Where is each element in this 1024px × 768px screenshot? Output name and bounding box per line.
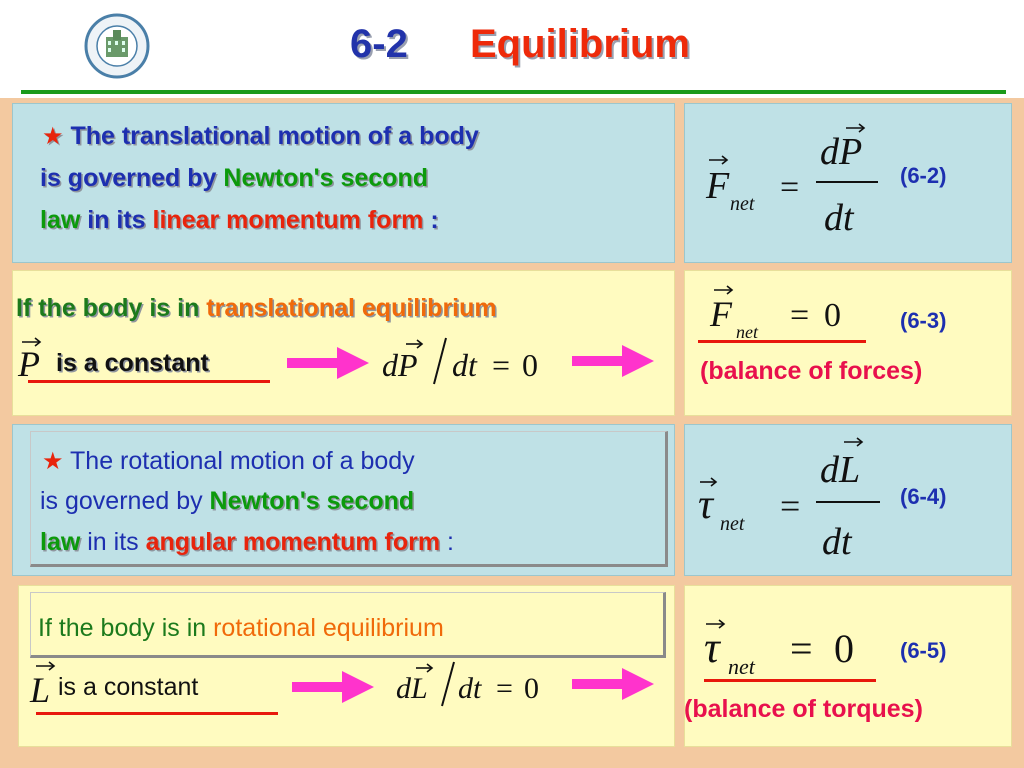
svg-text:0: 0 <box>834 626 854 671</box>
svg-text:dL: dL <box>396 672 428 705</box>
svg-text:dt: dt <box>452 347 478 383</box>
svg-text:net: net <box>728 654 756 679</box>
svg-text:=: = <box>790 626 813 671</box>
right-arrow-icon <box>287 347 369 379</box>
balance-of-torques-caption: (balance of torques) <box>684 695 923 723</box>
university-seal-icon <box>84 13 150 79</box>
svg-text:net: net <box>736 322 759 342</box>
svg-text:F: F <box>705 165 730 207</box>
angular-momentum-derivative-zero: dL dt = 0 <box>396 661 539 707</box>
rotational-intro-line2: is governed by Newton's second <box>40 487 415 515</box>
svg-text:0: 0 <box>524 672 539 705</box>
svg-text:P: P <box>17 344 40 384</box>
star-icon: ★ <box>42 123 64 150</box>
svg-text:dt: dt <box>458 672 482 705</box>
section-number: 6-2 <box>350 22 408 66</box>
translational-condition-panel <box>12 270 675 416</box>
svg-text:0: 0 <box>824 297 841 334</box>
translational-intro-line1: ★ The translational motion of a body <box>42 122 479 150</box>
right-arrow-icon <box>572 345 654 377</box>
svg-text:dt: dt <box>822 521 853 563</box>
title-divider <box>21 90 1006 94</box>
equation-number-6-5: (6-5) <box>900 638 947 663</box>
momentum-constant-underline <box>28 380 270 383</box>
net-force-underline <box>698 340 866 343</box>
momentum-vector-symbol: P <box>17 337 42 384</box>
rotational-intro-line1: ★ The rotational motion of a body <box>42 447 415 475</box>
equation-number-6-4: (6-4) <box>900 484 947 509</box>
net-force-zero-equation: F net = 0 <box>709 285 841 342</box>
balance-of-torques-panel <box>684 585 1012 747</box>
newton-linear-momentum-equation: F net dP dt = <box>705 123 878 239</box>
translational-intro-line3: law in its linear momentum form : <box>40 206 439 234</box>
svg-text:dP: dP <box>820 131 862 173</box>
newton-angular-equation-panel <box>684 424 1012 576</box>
rotational-condition-card <box>30 592 666 658</box>
svg-text:L: L <box>29 670 50 708</box>
svg-text:=: = <box>780 169 799 206</box>
angular-momentum-constant-underline <box>36 712 278 715</box>
svg-text:dt: dt <box>824 197 855 239</box>
angular-momentum-constant-label: is a constant <box>58 673 199 701</box>
star-icon: ★ <box>42 448 64 475</box>
momentum-constant-label: is a constant <box>56 349 209 377</box>
balance-of-forces-caption: (balance of forces) <box>700 357 923 385</box>
net-torque-underline <box>704 679 876 682</box>
svg-text:dP: dP <box>382 347 418 383</box>
translational-intro-line2: is governed by Newton's second <box>40 164 428 192</box>
momentum-derivative-zero: dP dt = 0 <box>382 337 538 385</box>
svg-text:F: F <box>709 294 733 334</box>
svg-text:τ: τ <box>704 623 722 672</box>
newton-angular-momentum-equation: τ net dL dt = <box>698 437 880 563</box>
svg-text:=: = <box>492 347 510 383</box>
balance-of-forces-panel <box>684 270 1012 416</box>
equation-number-6-3: (6-3) <box>900 308 947 333</box>
svg-text:=: = <box>496 672 513 705</box>
svg-text:0: 0 <box>522 347 538 383</box>
svg-text:=: = <box>790 297 809 334</box>
right-arrow-icon <box>292 671 374 703</box>
right-arrow-icon <box>572 668 654 700</box>
svg-text:net: net <box>720 513 745 535</box>
svg-text:net: net <box>730 193 755 215</box>
page-title: Equilibrium <box>470 22 690 66</box>
rotational-intro-line3: law in its angular momentum form : <box>40 528 454 556</box>
net-torque-zero-equation: τ net = 0 <box>704 619 854 679</box>
translational-intro-panel <box>12 103 675 263</box>
rotational-equilibrium-condition: If the body is in rotational equilibrium <box>38 614 444 642</box>
translational-equilibrium-condition: If the body is in translational equilibr… <box>16 294 497 322</box>
svg-text:dL: dL <box>820 449 860 491</box>
svg-text:τ: τ <box>698 482 715 528</box>
angular-momentum-vector-symbol: L <box>29 661 56 708</box>
equation-number-6-2: (6-2) <box>900 163 947 188</box>
rotational-intro-card <box>30 431 668 567</box>
svg-text:=: = <box>780 486 800 526</box>
